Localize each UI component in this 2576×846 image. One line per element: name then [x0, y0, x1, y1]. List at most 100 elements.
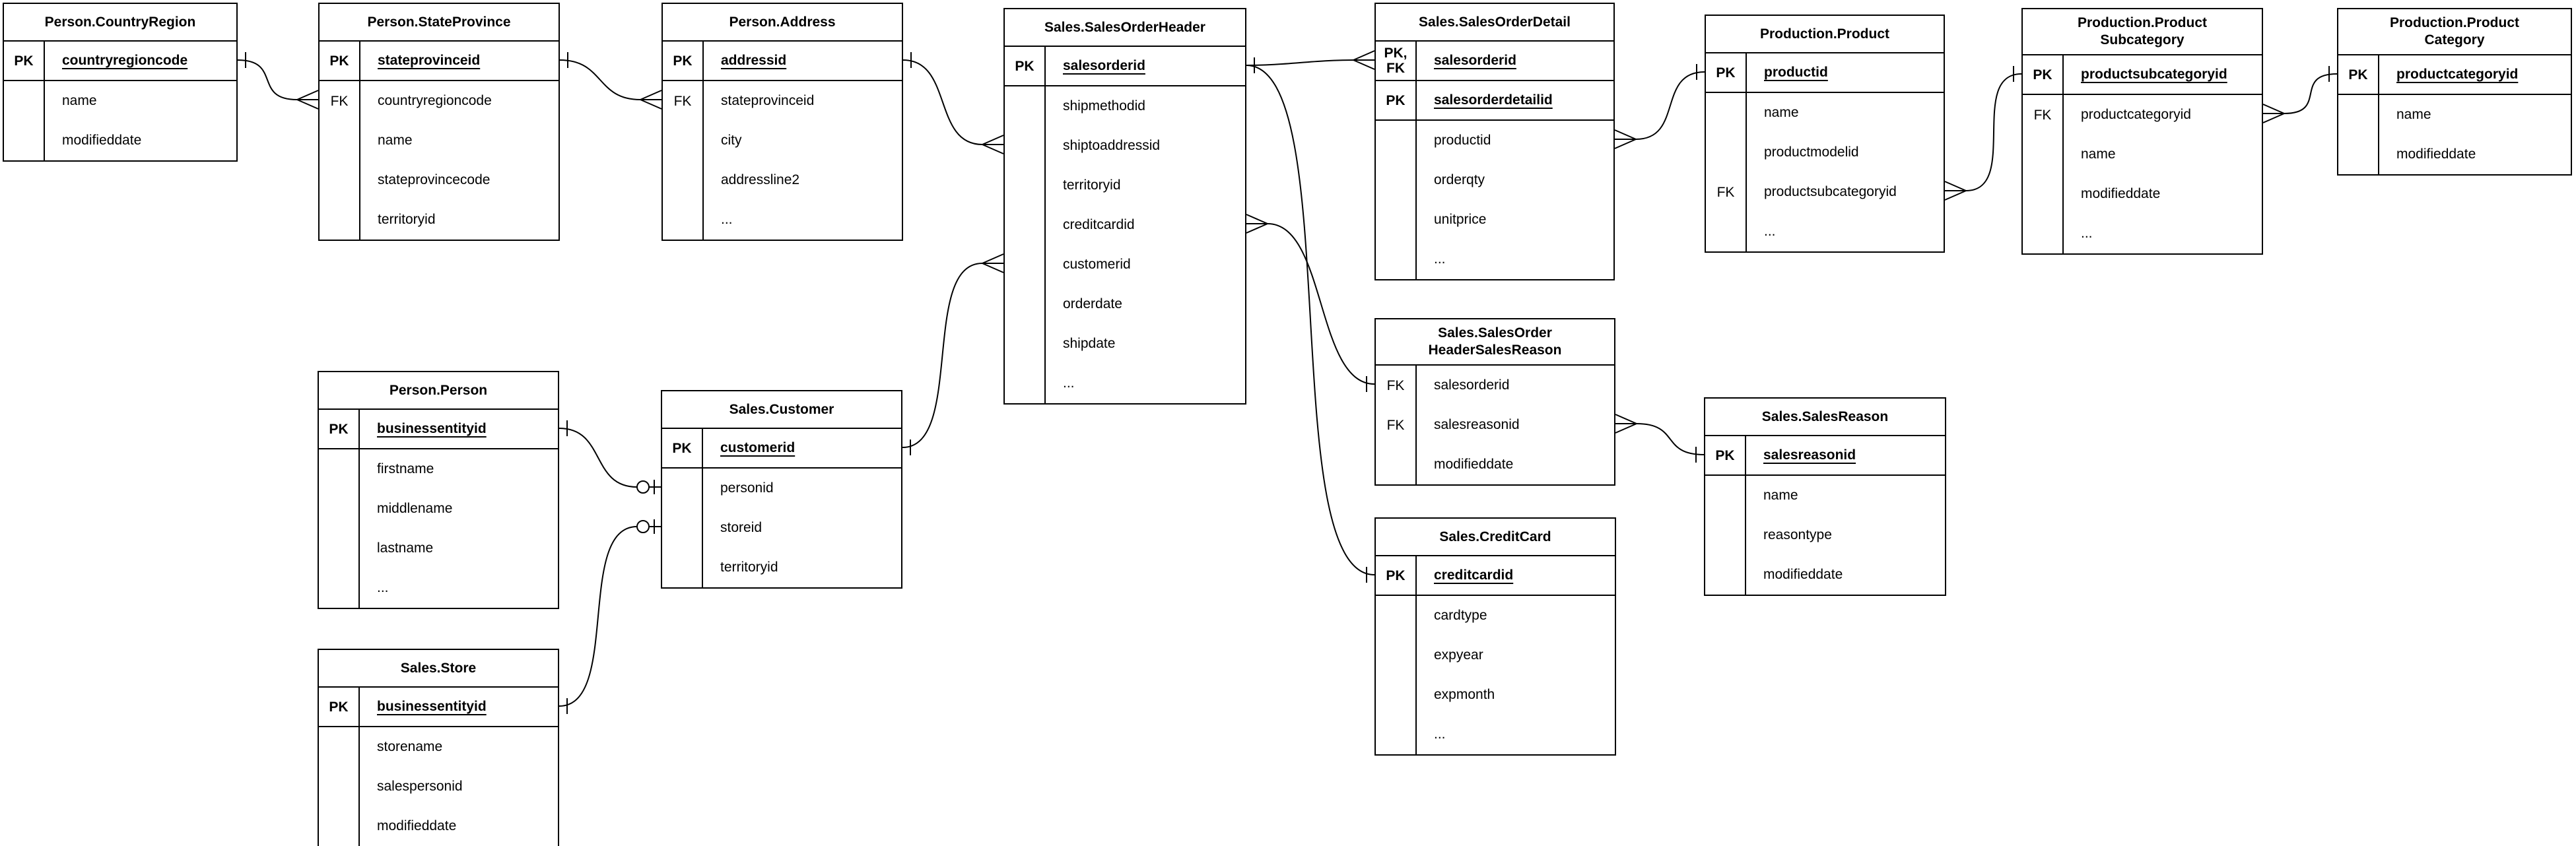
attribute-row-modifieddate[interactable]: modifieddate	[2023, 174, 2262, 214]
key-label: PK	[1716, 65, 1736, 81]
attribute-row-city[interactable]: city	[663, 121, 902, 160]
relationship-productsubcategory-productcategory[interactable]	[2262, 66, 2338, 123]
attribute-row-territoryid[interactable]: territoryid	[1005, 166, 1245, 205]
attribute-row-lastname[interactable]: lastname	[319, 529, 558, 568]
attribute-row-middlename[interactable]: middlename	[319, 489, 558, 529]
attribute-row-modifieddate[interactable]: modifieddate	[2338, 135, 2571, 174]
attribute-row-name[interactable]: name	[1705, 476, 1945, 515]
attribute-row-orderqty[interactable]: orderqty	[1376, 160, 1613, 200]
attribute-row-name[interactable]: name	[2023, 135, 2262, 174]
attribute-row-[interactable]: ...	[1376, 240, 1613, 279]
attribute-row-modifieddate[interactable]: modifieddate	[319, 806, 558, 846]
key-cell: PK	[2023, 55, 2064, 94]
attribute-row-addressline2[interactable]: addressline2	[663, 160, 902, 200]
attribute-row-stateprovincecode[interactable]: stateprovincecode	[320, 160, 559, 200]
attribute-row-creditcardid[interactable]: creditcardid	[1005, 205, 1245, 245]
relationship-person-customer[interactable]	[559, 420, 661, 494]
table-title-line: Sales.CreditCard	[1439, 529, 1551, 544]
relationship-stateprovince-address[interactable]	[559, 52, 662, 110]
relationship-customer-salesorderheader[interactable]	[902, 253, 1004, 455]
attribute-row-territoryid[interactable]: territoryid	[662, 548, 901, 587]
attribute-row-productid[interactable]: productid	[1376, 121, 1613, 160]
attribute-row-cardtype[interactable]: cardtype	[1376, 596, 1615, 635]
attribute-row-orderdate[interactable]: orderdate	[1005, 284, 1245, 324]
relationship-salesorderheader-salesorderdetail[interactable]	[1246, 50, 1375, 73]
relationship-product-productsubcategory[interactable]	[1944, 66, 2022, 201]
attribute-row-firstname[interactable]: firstname	[319, 449, 558, 489]
attribute-name: name	[1764, 105, 1799, 120]
attribute-row-[interactable]: ...	[2023, 214, 2262, 253]
attribute-row-[interactable]: ...	[1376, 715, 1615, 754]
attribute-row-shipdate[interactable]: shipdate	[1005, 324, 1245, 364]
relationship-salesorderheader-creditcard[interactable]	[1246, 57, 1375, 583]
attribute-row-name[interactable]: name	[4, 81, 236, 121]
attribute-row-modifieddate[interactable]: modifieddate	[1705, 555, 1945, 595]
relationship-countryregion-stateprovince[interactable]	[237, 52, 319, 110]
attribute-row-salespersonid[interactable]: salespersonid	[319, 767, 558, 806]
relationship-salesorderheader-sohsalesreason[interactable]	[1246, 214, 1375, 392]
attribute-row-modifieddate[interactable]: modifieddate	[4, 121, 236, 160]
attribute-row-expyear[interactable]: expyear	[1376, 635, 1615, 675]
attribute-row-modifieddate[interactable]: modifieddate	[1376, 445, 1614, 484]
attribute-row-[interactable]: ...	[1005, 364, 1245, 403]
attribute-row-territoryid[interactable]: territoryid	[320, 200, 559, 240]
attribute-row-storename[interactable]: storename	[319, 727, 558, 767]
attribute-row-productmodelid[interactable]: productmodelid	[1706, 133, 1944, 172]
relationship-store-customer[interactable]	[559, 519, 661, 714]
attribute-row-[interactable]: ...	[1706, 212, 1944, 251]
attribute-row-[interactable]: ...	[663, 200, 902, 240]
attribute-name: salesreasonid	[1763, 447, 1856, 463]
attribute-row-unitprice[interactable]: unitprice	[1376, 200, 1613, 240]
attribute-row-customerid[interactable]: customerid	[1005, 245, 1245, 284]
key-cell	[4, 81, 45, 121]
attribute-row-shiptoaddressid[interactable]: shiptoaddressid	[1005, 126, 1245, 166]
attribute-row-reasontype[interactable]: reasontype	[1705, 515, 1945, 555]
relationship-address-salesorderheader[interactable]	[902, 52, 1004, 154]
attribute-row-personid[interactable]: personid	[662, 469, 901, 508]
attribute-row-[interactable]: ...	[319, 568, 558, 608]
attribute-row-shipmethodid[interactable]: shipmethodid	[1005, 86, 1245, 126]
relationship-sohsalesreason-salesreason[interactable]	[1615, 414, 1705, 463]
attribute-row-expmonth[interactable]: expmonth	[1376, 675, 1615, 715]
attribute-row-name[interactable]: name	[2338, 95, 2571, 135]
attribute-name: territoryid	[1063, 178, 1121, 193]
attribute-row-storeid[interactable]: storeid	[662, 508, 901, 548]
attribute-row-name[interactable]: name	[320, 121, 559, 160]
relationship-salesorderdetail-product[interactable]	[1614, 64, 1705, 149]
attribute-row-name[interactable]: name	[1706, 93, 1944, 133]
